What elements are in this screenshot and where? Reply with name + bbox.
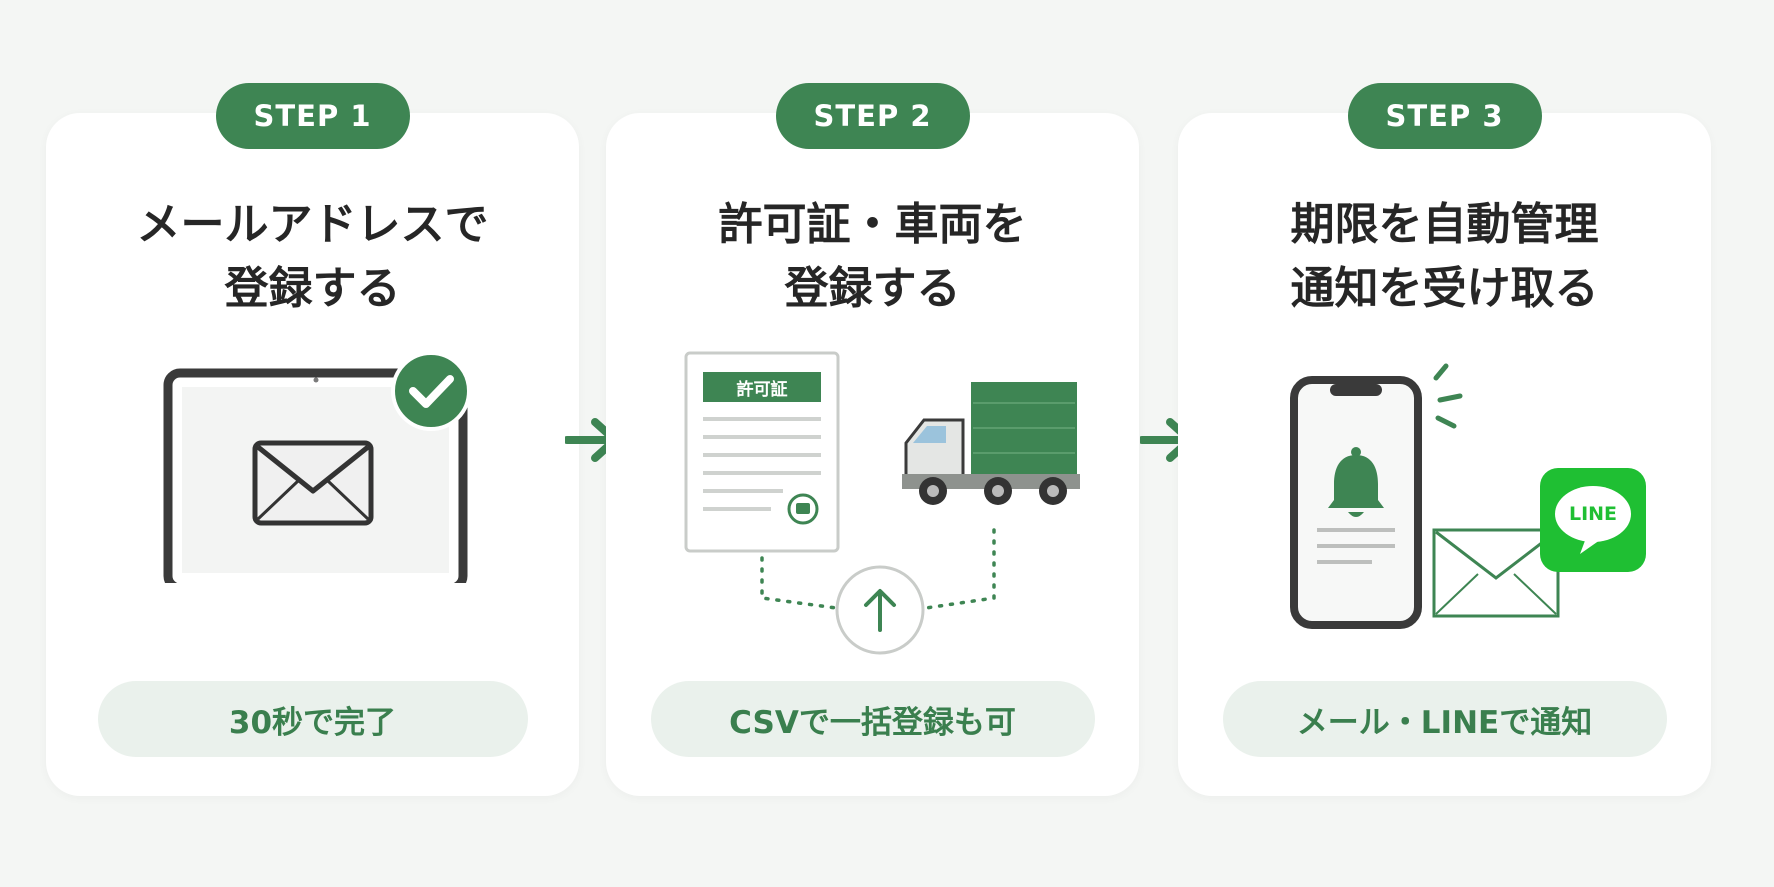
step-badge: STEP 2 xyxy=(775,83,970,149)
step-card-3: STEP 3 期限を自動管理 通知を受け取る xyxy=(1178,83,1711,796)
step-title: 許可証・車両を 登録する xyxy=(718,199,1027,314)
step-note: 30秒で完了 xyxy=(97,681,528,757)
step-illustration xyxy=(163,351,471,583)
step-illustration: LINE xyxy=(1178,348,1711,648)
step-note: メール・LINEで通知 xyxy=(1222,681,1667,757)
step-badge: STEP 1 xyxy=(215,83,410,149)
line-app-icon xyxy=(1540,468,1646,572)
envelope-icon xyxy=(1432,528,1560,618)
step-title: メールアドレスで 登録する xyxy=(136,199,489,314)
step-note: CSVで一括登録も可 xyxy=(650,681,1095,757)
bell-icon xyxy=(1328,447,1384,517)
truck-icon xyxy=(902,382,1080,505)
permit-document-label: 許可証 xyxy=(736,379,788,400)
step-card-1: STEP 1 メールアドレスで 登録する 30秒で完了 xyxy=(46,83,579,796)
permit-document-icon xyxy=(684,351,840,553)
line-app-label: LINE xyxy=(1568,503,1618,525)
step-title: 期限を自動管理 通知を受け取る xyxy=(1290,199,1599,314)
step-card-2: STEP 2 許可証・車両を 登録する xyxy=(606,83,1139,796)
envelope-icon xyxy=(252,440,374,526)
step-illustration: 許可証 xyxy=(606,348,1139,658)
step-badge: STEP 3 xyxy=(1347,83,1542,149)
upload-icon xyxy=(835,565,925,655)
check-badge-icon xyxy=(391,351,471,431)
